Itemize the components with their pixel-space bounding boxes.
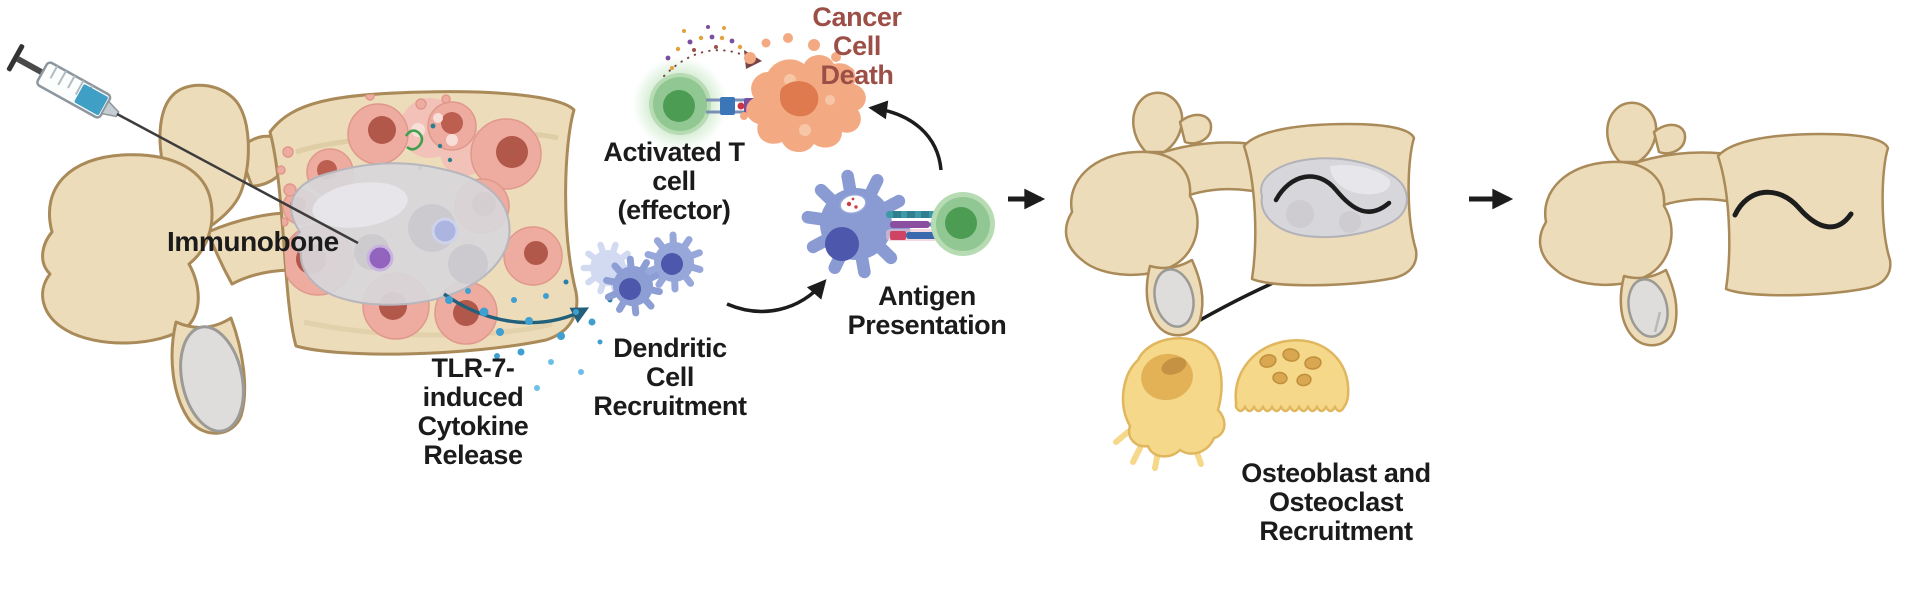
activated-t-cell-icon <box>633 57 727 151</box>
label-cancer-cell-death: Cancer Cell Death <box>812 2 902 90</box>
label-line: Dendritic <box>613 333 727 363</box>
label-line: TLR-7- <box>431 353 515 383</box>
arrow-to-cancer-death <box>868 100 943 171</box>
cytokine-dots-icon <box>442 279 613 391</box>
label-line: Immunobone <box>167 226 339 257</box>
naive-t-cell-icon <box>931 192 995 256</box>
label-line: Cell <box>833 31 881 61</box>
label-immunobone: Immunobone <box>167 227 339 256</box>
squiggle-line-icon <box>1732 189 1854 230</box>
label-line: induced <box>422 382 524 412</box>
label-line: Cytokine <box>417 411 529 441</box>
osteoclast-icon <box>1234 339 1350 413</box>
label-line: Cancer <box>812 2 902 32</box>
squiggle-line-icon <box>1273 174 1392 214</box>
dendritic-cell-pair-icon <box>584 229 708 317</box>
label-line: Release <box>423 440 523 470</box>
label-line: Recruitment <box>1259 516 1413 546</box>
osteoblast-icon <box>1113 337 1226 471</box>
needle-line <box>116 112 359 245</box>
label-line: Death <box>820 60 894 90</box>
label-line: Presentation <box>847 310 1007 340</box>
dying-cancer-cell-icon <box>740 33 866 153</box>
label-antigen-presentation: Antigen Presentation <box>848 282 1007 340</box>
label-line: cell <box>652 166 696 196</box>
label-dendritic-cell-recruitment: Dendritic Cell Recruitment <box>593 333 747 421</box>
label-activated-t-cell: Activated T cell (effector) <box>603 137 745 225</box>
label-line: Osteoblast and <box>1241 458 1431 488</box>
label-line: Cell <box>646 362 694 392</box>
arrow-dendritic-to-antigen <box>726 279 827 314</box>
bacteria-squiggle-icon <box>404 129 424 151</box>
label-line: Recruitment <box>593 391 747 421</box>
label-line: Activated T <box>603 137 745 167</box>
label-line: Osteoclast <box>1268 487 1404 517</box>
immune-cell-blue <box>431 217 459 245</box>
immune-cell-purple <box>366 244 394 272</box>
label-line: Antigen <box>878 281 976 311</box>
facet-tip-1 <box>179 325 245 433</box>
label-line: (effector) <box>617 195 731 225</box>
antigen-presentation-icon <box>801 171 995 276</box>
label-osteoblast-osteoclast-recruitment: Osteoblast and Osteoclast Recruitment <box>1241 458 1431 546</box>
cytokine-arrow <box>442 292 590 325</box>
small-dash <box>1653 311 1662 333</box>
syringe-icon <box>6 44 359 245</box>
label-tlr7-cytokine-release: TLR-7- induced Cytokine Release <box>418 354 529 470</box>
bone-graft-icon <box>290 162 511 306</box>
